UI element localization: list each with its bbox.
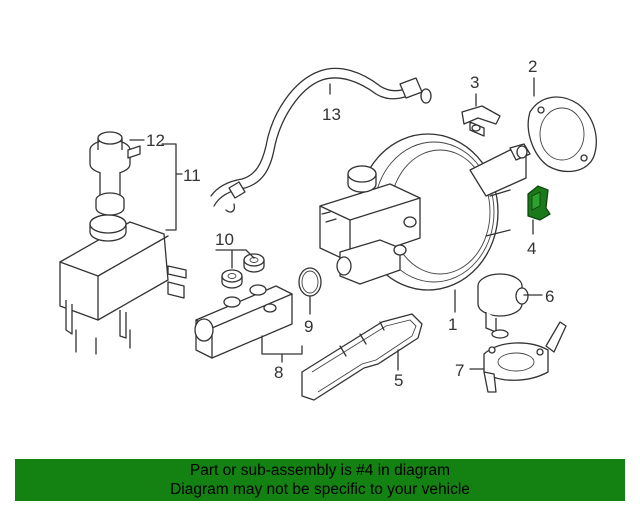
master-cylinder-part-8 <box>194 284 293 359</box>
master-cylinder-assembly <box>319 165 421 285</box>
info-banner: Part or sub-assembly is #4 in diagram Di… <box>15 459 625 501</box>
gasket-part-2 <box>527 96 597 173</box>
grommets-part-10 <box>221 253 265 289</box>
callout-5: 5 <box>394 371 403 390</box>
callout-labels: 1 2 3 4 5 6 7 8 9 10 11 12 13 <box>146 57 554 390</box>
callout-11: 11 <box>183 166 201 185</box>
reservoir-part-11 <box>59 214 187 355</box>
vacuum-hose-part-13 <box>210 67 432 213</box>
callout-2: 2 <box>528 57 537 76</box>
callout-9: 9 <box>304 317 313 336</box>
callout-6: 6 <box>545 287 554 306</box>
callout-8: 8 <box>274 363 283 382</box>
clip-part-3 <box>461 105 501 137</box>
heat-shield-part-5 <box>301 313 423 401</box>
banner-line-disclaimer: Diagram may not be specific to your vehi… <box>170 481 470 498</box>
vacuum-pump-part-6 <box>477 273 529 339</box>
banner-line-part-reference: Part or sub-assembly is #4 in diagram <box>189 462 451 479</box>
callout-10: 10 <box>215 230 234 249</box>
callout-1: 1 <box>448 315 457 334</box>
callout-7: 7 <box>455 361 464 380</box>
o-ring-part-9 <box>298 267 322 297</box>
parts-diagram: 1 2 3 4 5 6 7 8 9 10 11 12 13 <box>59 57 597 401</box>
callout-12: 12 <box>146 131 165 150</box>
highlighted-bracket-part-4 <box>527 185 551 221</box>
leader-lines <box>129 77 543 371</box>
callout-13: 13 <box>322 105 341 124</box>
cap-strainer-part-12 <box>89 131 141 216</box>
bracket-part-7 <box>483 321 567 393</box>
callout-4: 4 <box>527 239 536 258</box>
callout-3: 3 <box>470 73 479 92</box>
